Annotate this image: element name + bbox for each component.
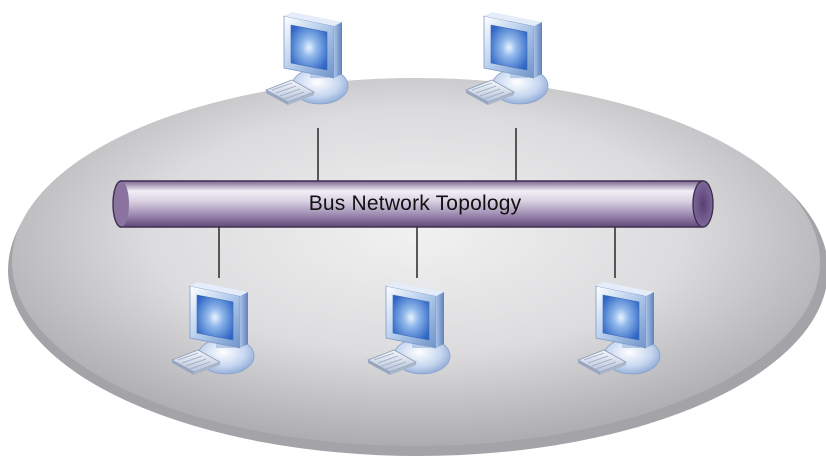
computer-top-right bbox=[465, 11, 549, 106]
bus-label: Bus Network Topology bbox=[308, 192, 522, 215]
desktop-computer-icon bbox=[465, 11, 549, 106]
bus-cable bbox=[112, 180, 714, 228]
desktop-computer-icon bbox=[265, 11, 349, 106]
computer-top-left bbox=[265, 11, 349, 106]
connector-lines bbox=[218, 128, 616, 278]
